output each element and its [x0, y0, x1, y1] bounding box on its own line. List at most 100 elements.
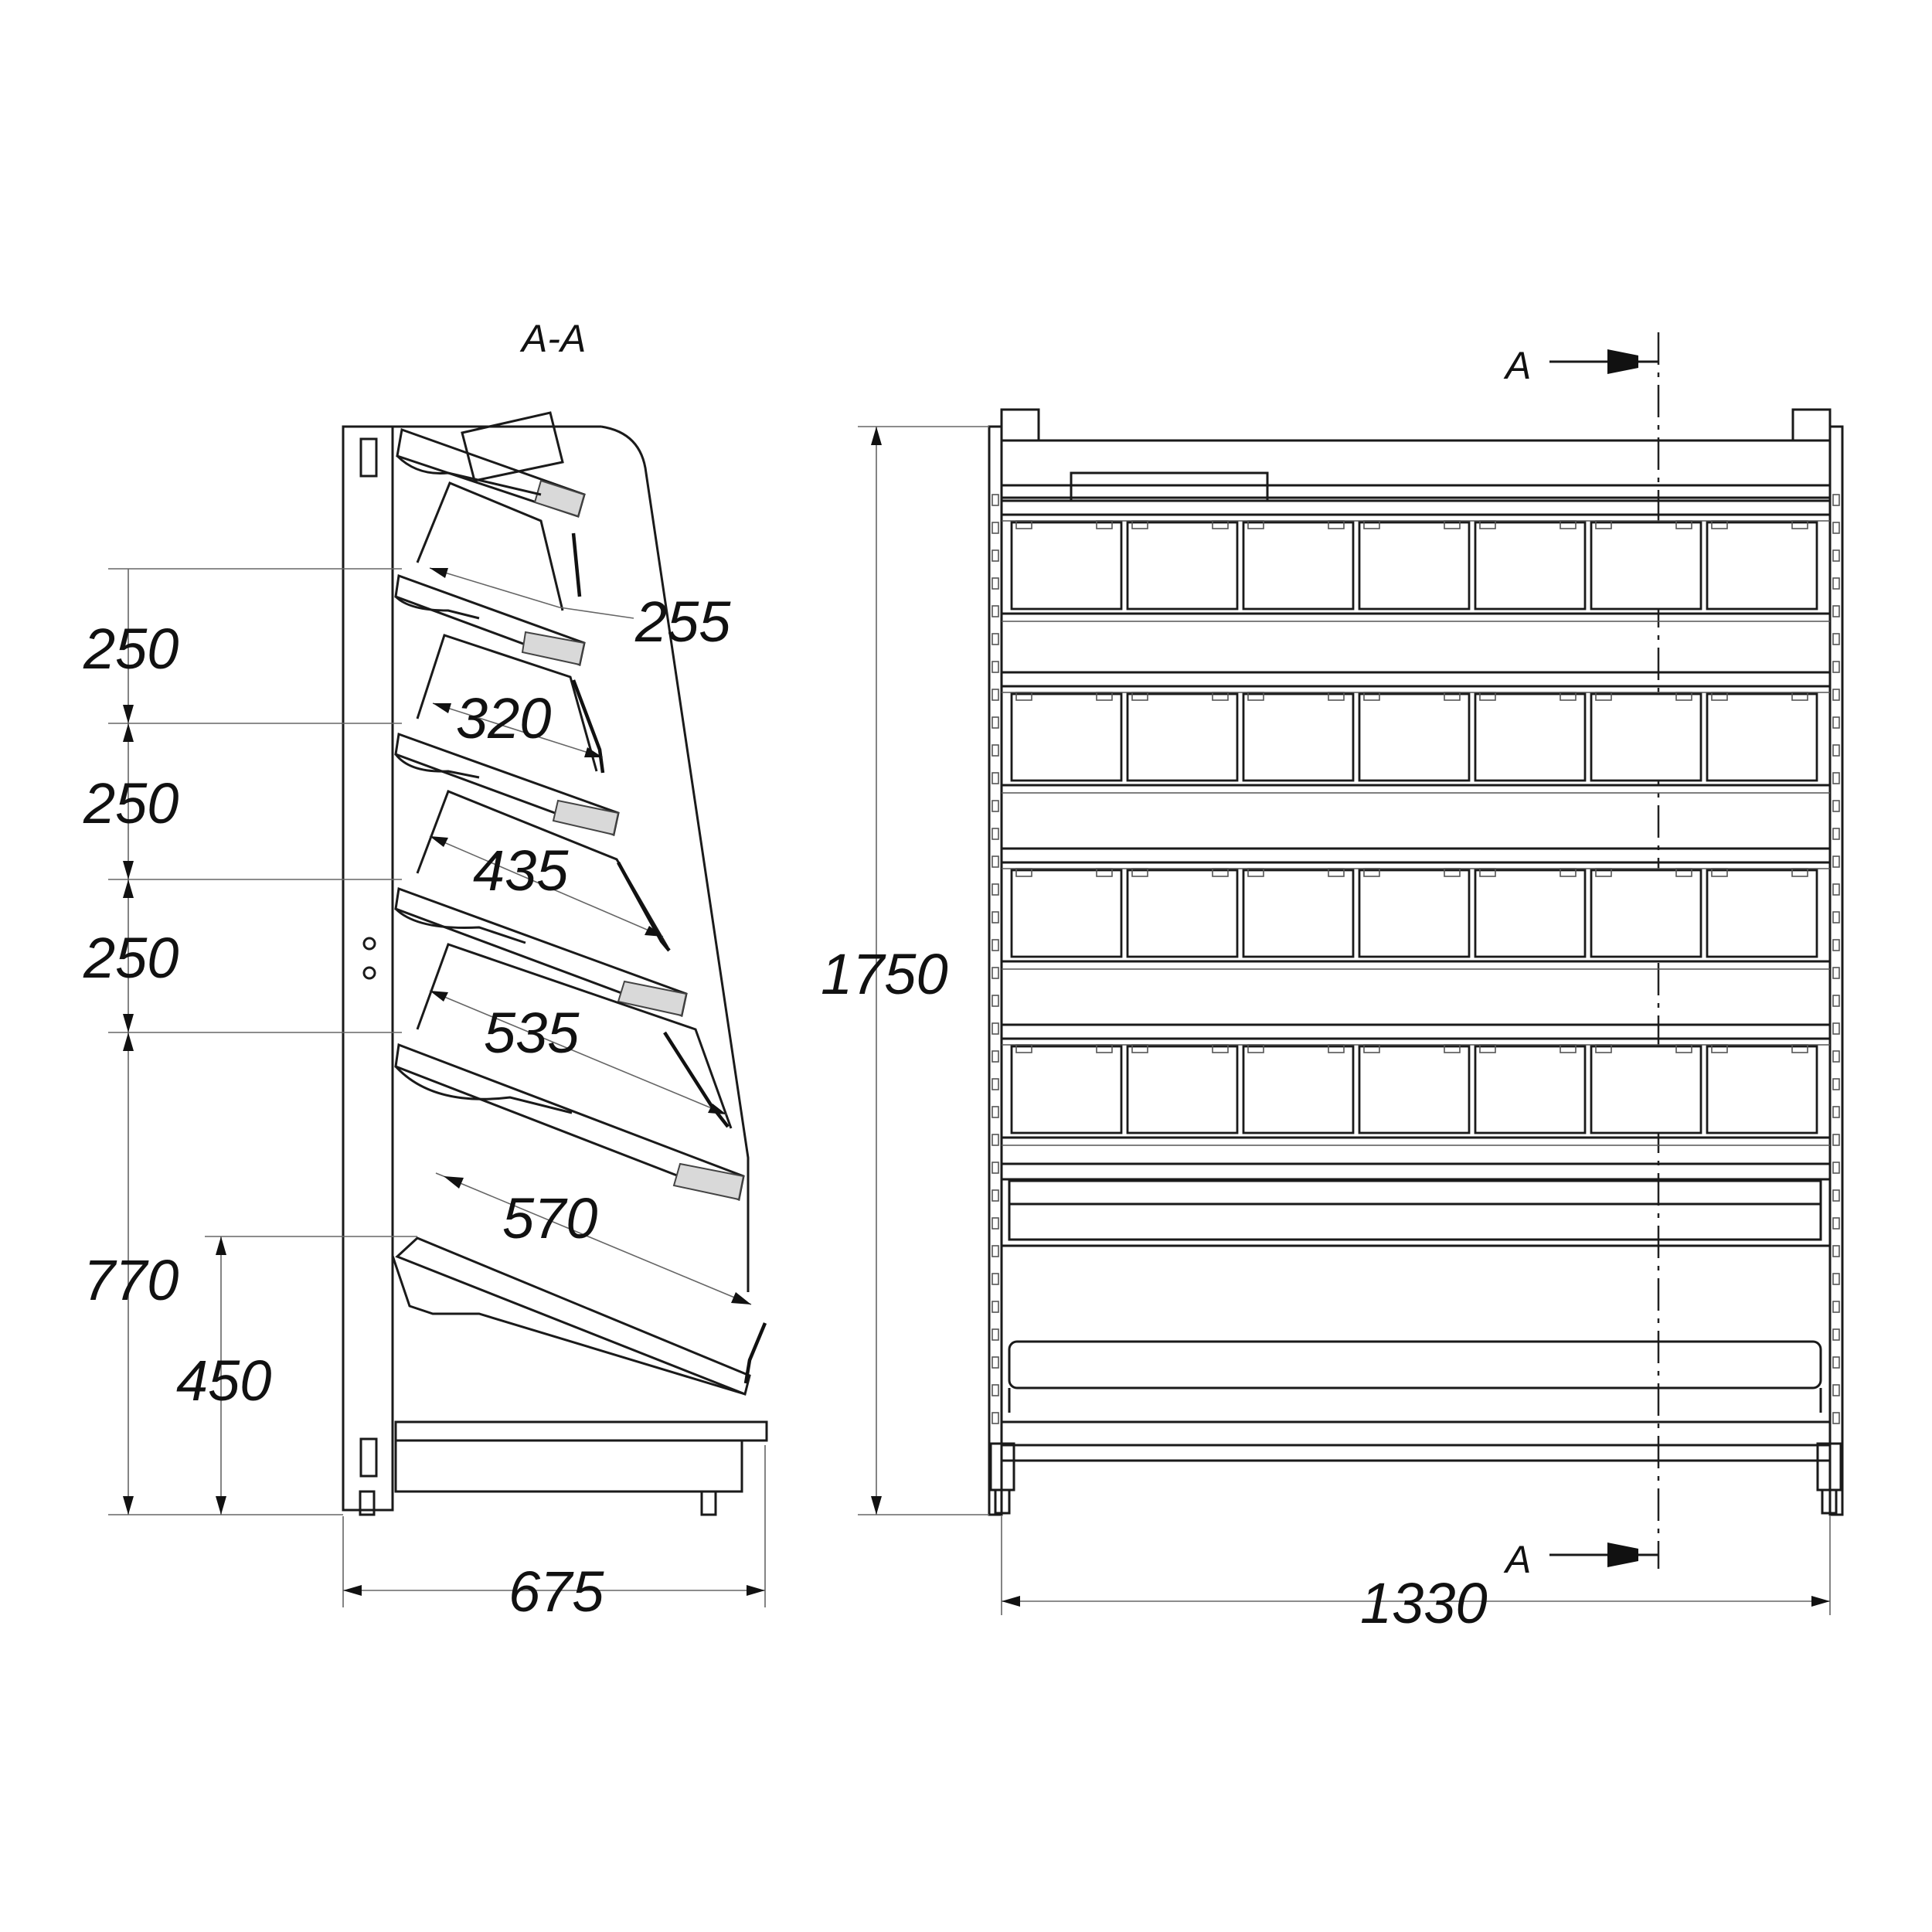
- bin-hanger: [1560, 868, 1577, 877]
- upright-slot: [1832, 744, 1840, 757]
- bin-hanger: [1247, 1044, 1264, 1053]
- side-base-plinth: [394, 1439, 743, 1493]
- upright-slot: [992, 1245, 999, 1257]
- section-marker-top: A: [1503, 344, 1531, 387]
- side-section-view: A-A: [83, 317, 768, 1624]
- bin-hanger: [1131, 1044, 1148, 1053]
- upright-slot: [992, 633, 999, 645]
- bin-hanger: [1131, 520, 1148, 529]
- upright-slot: [1832, 1328, 1840, 1341]
- bin-hanger: [1711, 1044, 1728, 1053]
- upright-slot: [1832, 1078, 1840, 1090]
- bin: [1474, 869, 1587, 958]
- bin-hanger: [1444, 692, 1461, 701]
- upright-slot: [1832, 995, 1840, 1007]
- bin: [1242, 1045, 1355, 1134]
- dim-spacing-1: 250: [83, 617, 179, 681]
- bin: [1242, 521, 1355, 611]
- bin-hanger: [1595, 692, 1612, 701]
- upright-slot: [1832, 828, 1840, 840]
- bin-hanger: [1096, 868, 1113, 877]
- bin: [1010, 521, 1123, 611]
- bin-hanger: [1791, 692, 1808, 701]
- bin-hanger: [1131, 692, 1148, 701]
- upright-hole: [362, 966, 376, 980]
- front-upright-right: [1828, 425, 1844, 1516]
- upright-slot: [1832, 605, 1840, 617]
- upright-slot: [1832, 716, 1840, 729]
- bin-shelves: [1000, 499, 1832, 1146]
- bin: [1242, 692, 1355, 782]
- bin-hanger: [1212, 868, 1229, 877]
- bin-hanger: [1479, 868, 1496, 877]
- bin: [1706, 521, 1818, 611]
- bin: [1474, 1045, 1587, 1134]
- bin-hanger: [1675, 520, 1692, 529]
- dim-spacing-4: 770: [83, 1248, 179, 1312]
- bin: [1590, 521, 1702, 611]
- bin: [1010, 1045, 1123, 1134]
- front-upright-left: [988, 425, 1003, 1516]
- upright-slot: [1832, 1050, 1840, 1063]
- bin-hanger: [1444, 1044, 1461, 1053]
- bin: [1590, 1045, 1702, 1134]
- bin-hanger: [1247, 868, 1264, 877]
- bin: [1706, 869, 1818, 958]
- upright-slot: [1832, 1134, 1840, 1146]
- side-shelf-0: [396, 427, 586, 518]
- bin-hanger: [1595, 868, 1612, 877]
- bin-hanger: [1328, 692, 1345, 701]
- upright-slot: [992, 661, 999, 673]
- upright-slot: [992, 1273, 999, 1285]
- side-shelf-1: [394, 481, 586, 667]
- upright-slot: [1832, 1412, 1840, 1424]
- bin-hanger: [1675, 868, 1692, 877]
- side-upright: [342, 425, 394, 1512]
- upright-slot: [1832, 1384, 1840, 1396]
- upright-slot: [992, 1078, 999, 1090]
- dim-depth-570: 570: [502, 1186, 597, 1250]
- upright-slot: [992, 1189, 999, 1202]
- upright-slot: [1832, 911, 1840, 923]
- bin-hanger: [1711, 692, 1728, 701]
- bin-hanger: [1247, 520, 1264, 529]
- upright-hole: [362, 937, 376, 951]
- bin: [1358, 869, 1471, 958]
- upright-slot: [1832, 1356, 1840, 1369]
- upright-slot: [992, 1217, 999, 1230]
- upright-slot: [1832, 494, 1840, 506]
- dim-spacing-3: 250: [83, 926, 179, 990]
- bin-row: [1000, 1023, 1832, 1146]
- bin: [1010, 869, 1123, 958]
- upright-slot: [992, 744, 999, 757]
- bin: [1590, 692, 1702, 782]
- bin-hanger: [1015, 692, 1032, 701]
- upright-slot: [992, 1301, 999, 1313]
- bin-hanger: [1711, 520, 1728, 529]
- upright-slot: [1832, 1273, 1840, 1285]
- bin: [1474, 521, 1587, 611]
- upright-slot: [1832, 1301, 1840, 1313]
- bin-hanger: [1595, 520, 1612, 529]
- front-height-dim: 1750: [821, 426, 989, 1515]
- bin: [1474, 692, 1587, 782]
- bin-hanger: [1096, 1044, 1113, 1053]
- bin-hanger: [1015, 1044, 1032, 1053]
- dim-spacing-2: 250: [83, 771, 179, 835]
- side-shelf-3: [394, 790, 688, 1018]
- upright-slot: [1832, 883, 1840, 896]
- upright-slot: [992, 1022, 999, 1035]
- bin-hanger: [1444, 868, 1461, 877]
- dim-bottom-shelf-height: 450: [176, 1349, 271, 1413]
- upright-slot: [992, 577, 999, 590]
- bin-hanger: [1328, 868, 1345, 877]
- section-arrow-top: [1607, 349, 1638, 374]
- bin-hanger: [1363, 520, 1380, 529]
- bin-hanger: [1479, 692, 1496, 701]
- bin-hanger: [1791, 520, 1808, 529]
- bin-hanger: [1247, 692, 1264, 701]
- bin: [1706, 1045, 1818, 1134]
- bin: [1126, 692, 1239, 782]
- section-arrow-bottom: [1607, 1543, 1638, 1567]
